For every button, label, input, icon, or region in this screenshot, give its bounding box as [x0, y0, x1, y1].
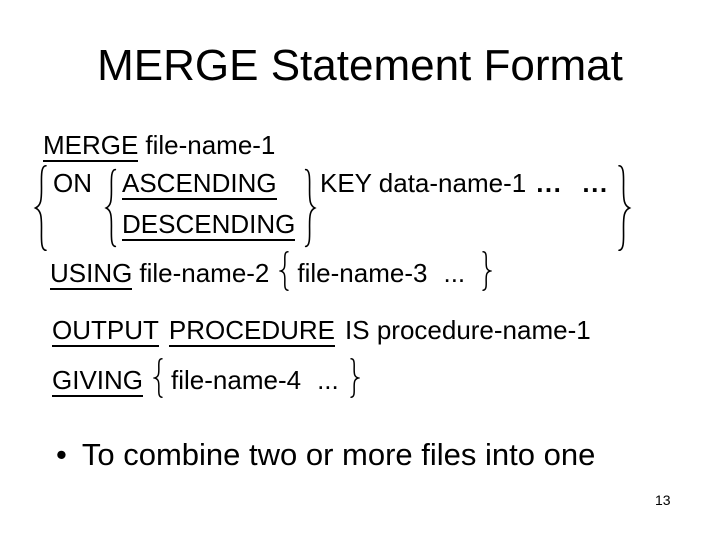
inner-left-brace: [104, 168, 118, 248]
slide-title: MERGE Statement Format: [97, 41, 623, 90]
using-operand: file-name-2: [139, 258, 270, 288]
on-keyword: ON: [53, 168, 92, 198]
using-left-brace: [279, 251, 290, 291]
ascending-line: ASCENDING: [122, 168, 277, 200]
merge-keyword: MERGE: [43, 130, 139, 162]
inner-right-brace: [303, 168, 317, 248]
outer-left-brace: [33, 164, 49, 252]
descending-line: DESCENDING: [122, 209, 296, 241]
output-line: OUTPUT PROCEDURE IS procedure-name-1: [52, 315, 591, 347]
output-keyword: OUTPUT: [52, 315, 159, 347]
ascending-keyword: ASCENDING: [122, 168, 277, 200]
is-clause: IS procedure-name-1: [345, 315, 591, 345]
using-ellipsis: ...: [443, 258, 466, 288]
giving-line: GIVING file-name-4...: [52, 358, 360, 398]
ellipsis-bold-1: ...: [536, 168, 563, 198]
key-clause: KEY data-name-1: [320, 168, 527, 198]
key-clause-line: KEY data-name-1......: [320, 168, 609, 199]
procedure-keyword: PROCEDURE: [168, 315, 336, 347]
using-repeat-operand: file-name-3: [297, 258, 428, 288]
merge-operand: file-name-1: [145, 130, 276, 160]
bullet-line: • To combine two or more files into one: [56, 437, 595, 473]
using-keyword: USING: [50, 258, 133, 290]
giving-keyword: GIVING: [52, 365, 144, 397]
bullet-marker-icon: •: [56, 437, 67, 472]
descending-keyword: DESCENDING: [122, 209, 296, 241]
giving-right-brace: [349, 358, 360, 398]
giving-ellipsis: ...: [317, 365, 339, 395]
giving-left-brace: [153, 358, 164, 398]
giving-repeat-operand: file-name-4: [171, 365, 302, 395]
using-right-brace: [481, 251, 492, 291]
ellipsis-bold-2: ...: [582, 168, 609, 198]
outer-right-brace: [616, 164, 632, 252]
bullet-text: To combine two or more files into one: [81, 437, 596, 472]
page-number: 13: [655, 492, 671, 508]
